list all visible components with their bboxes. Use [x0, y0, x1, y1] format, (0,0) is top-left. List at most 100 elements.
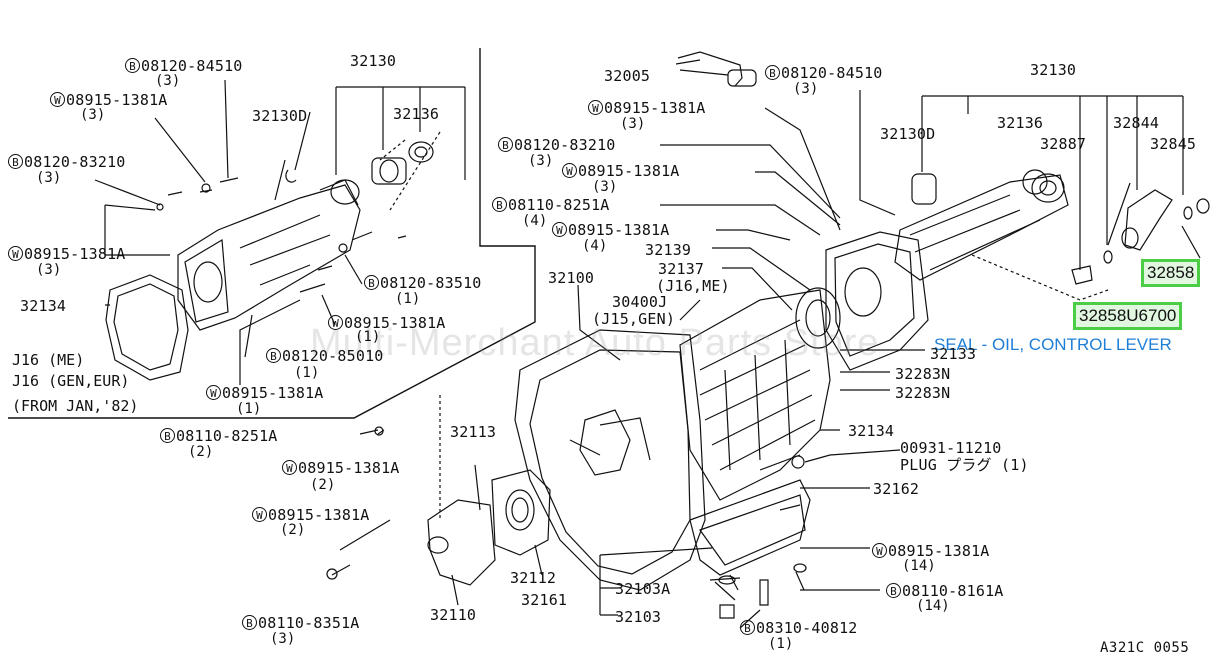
washer-type-icon: W [328, 315, 343, 330]
part-label-32136-left[interactable]: 32136 [393, 105, 440, 123]
fastener-number: 08120-84510 [781, 64, 883, 82]
part-label-32283n-b[interactable]: 32283N [895, 384, 951, 402]
bolt-type-icon: B [498, 137, 513, 152]
fastener-qty-f20: (14) [916, 598, 950, 614]
part-label-32139[interactable]: 32139 [645, 241, 692, 259]
bolt-type-icon: B [125, 58, 140, 73]
part-label-32130-right[interactable]: 32130 [1030, 61, 1077, 79]
part-label-32134-right[interactable]: 32134 [848, 422, 895, 440]
fastener-qty-f14: (4) [582, 238, 608, 254]
bolt-type-icon: B [8, 154, 23, 169]
fastener-number: 08310-40812 [756, 619, 858, 637]
washer-type-icon: W [50, 92, 65, 107]
fastener-number: 08120-83510 [380, 274, 482, 292]
highlighted-part-ref[interactable]: 32858 [1141, 259, 1201, 287]
part-label-00931[interactable]: 00931-11210 [900, 439, 1002, 457]
part-label-32103[interactable]: 32103 [615, 608, 662, 626]
watermark: Multi-Merchant Auto Parts Store [310, 322, 880, 364]
note-j16-me: J16 (ME) [12, 351, 85, 369]
part-label-30400j[interactable]: 30400J [612, 293, 668, 311]
fastener-number: 08915-1381A [66, 91, 168, 109]
fastener-number: 08110-8251A [176, 427, 278, 445]
fastener-number: 08915-1381A [24, 245, 126, 263]
diagram-code: A321C 0055 [1100, 640, 1190, 656]
part-label-32100[interactable]: 32100 [548, 269, 595, 287]
note-from-date: (FROM JAN,'82) [12, 397, 139, 415]
bolt-type-icon: B [886, 583, 901, 598]
part-label-32283n-a[interactable]: 32283N [895, 365, 951, 383]
part-label-32845[interactable]: 32845 [1150, 135, 1197, 153]
fastener-number: 08110-8251A [508, 196, 610, 214]
fastener-qty-f1: (3) [155, 73, 181, 89]
fastener-qty-f4: (3) [36, 262, 62, 278]
part-label-30400j-note: (J15,GEN) [592, 310, 676, 328]
part-label-32133[interactable]: 32133 [930, 345, 977, 363]
fastener-qty-f10: (3) [620, 116, 646, 132]
fastener-qty-f17: (2) [280, 522, 306, 538]
washer-type-icon: W [588, 100, 603, 115]
fastener-number: 08120-84510 [141, 57, 243, 75]
bolt-type-icon: B [492, 197, 507, 212]
highlighted-part-number[interactable]: 32858U6700 [1073, 302, 1183, 330]
fastener-qty-f3: (3) [36, 170, 62, 186]
bolt-type-icon: B [160, 428, 175, 443]
part-label-32844[interactable]: 32844 [1113, 114, 1160, 132]
fastener-qty-f7: (1) [294, 365, 320, 381]
part-label-32005[interactable]: 32005 [604, 67, 651, 85]
part-label-32161[interactable]: 32161 [521, 591, 568, 609]
part-label-32130-left[interactable]: 32130 [350, 52, 397, 70]
bolt-type-icon: B [740, 620, 755, 635]
washer-type-icon: W [872, 543, 887, 558]
fastener-qty-f16: (2) [310, 477, 336, 493]
fastener-number: 08915-1381A [268, 506, 370, 524]
part-label-32110[interactable]: 32110 [430, 606, 477, 624]
part-label-32103a[interactable]: 32103A [615, 580, 671, 598]
fastener-number: 08915-1381A [298, 459, 400, 477]
bolt-type-icon: B [242, 615, 257, 630]
part-label-32137[interactable]: 32137 [658, 260, 705, 278]
fastener-qty-f15: (2) [188, 444, 214, 460]
fastener-number: 08110-8351A [258, 614, 360, 632]
fastener-qty-f21: (1) [768, 636, 794, 652]
fastener-qty-f19: (14) [902, 558, 936, 574]
part-label-32162[interactable]: 32162 [873, 480, 920, 498]
fastener-number: 08120-83210 [24, 153, 126, 171]
washer-type-icon: W [206, 385, 221, 400]
fastener-number: 08915-1381A [578, 162, 680, 180]
bolt-type-icon: B [364, 275, 379, 290]
washer-type-icon: W [252, 507, 267, 522]
part-label-32887[interactable]: 32887 [1040, 135, 1087, 153]
part-label-32130d-right[interactable]: 32130D [880, 125, 936, 143]
bolt-type-icon: B [266, 348, 281, 363]
part-label-32130d-left[interactable]: 32130D [252, 107, 308, 125]
fastener-number: 08915-1381A [604, 99, 706, 117]
fastener-qty-f18: (3) [270, 631, 296, 647]
part-label-32113[interactable]: 32113 [450, 423, 497, 441]
part-label-32112[interactable]: 32112 [510, 569, 557, 587]
part-label-32136-right[interactable]: 32136 [997, 114, 1044, 132]
part-label-32134-left[interactable]: 32134 [20, 297, 67, 315]
